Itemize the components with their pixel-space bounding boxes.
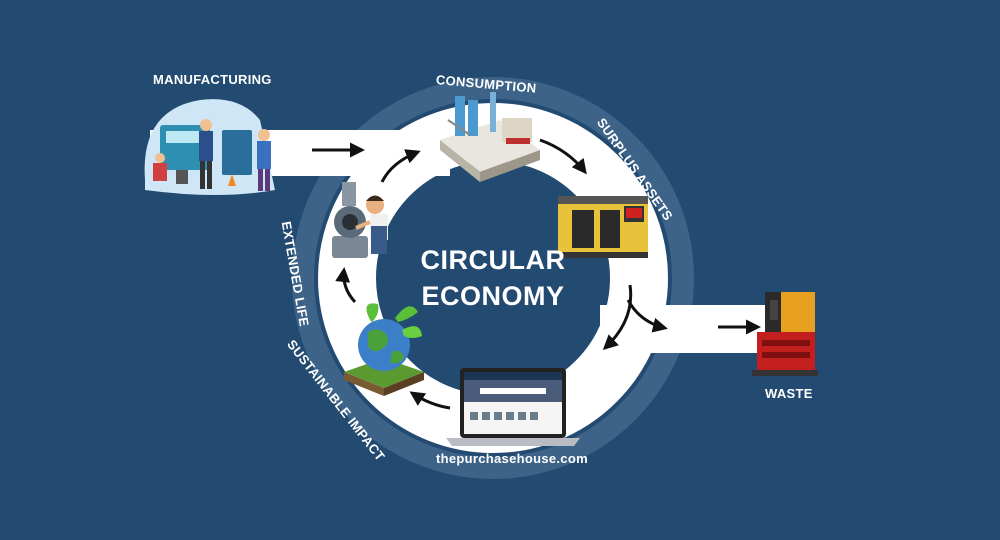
label-website: thepurchasehouse.com [436, 451, 588, 466]
arrow-sustainable-to-extended [335, 267, 357, 304]
label-kept-idle-line1: KEPT [675, 313, 711, 328]
center-title: CIRCULAR ECONOMY [393, 242, 593, 314]
label-kept-idle-line2: IDLE [677, 328, 709, 343]
label-waste: WASTE [765, 386, 813, 401]
label-manufacturing: MANUFACTURING [153, 72, 272, 87]
mechanic-repair-illustration [332, 182, 388, 258]
factory-workers-illustration [144, 99, 275, 195]
red-machine-illustration [752, 292, 818, 376]
laptop-website-illustration [446, 368, 580, 446]
center-title-line1: CIRCULAR [420, 245, 566, 275]
arrow-consumption-to-surplus [539, 138, 587, 175]
globe-plant-illustration [344, 303, 424, 396]
arrow-website-to-sustainable [409, 391, 451, 410]
outer-halo-ring [292, 77, 694, 479]
label-list-on-line1: LIST [580, 356, 610, 371]
arrow-into-consumption [380, 149, 421, 183]
label-list-on: LIST ON [580, 356, 609, 386]
factory-plant-illustration [440, 92, 540, 182]
cnc-machine-illustration [558, 196, 648, 258]
center-title-line2: ECONOMY [421, 281, 565, 311]
label-kept-idle: KEPT IDLE [675, 313, 711, 343]
arrow-to-kept-idle [626, 299, 668, 333]
arrow-surplus-down [602, 284, 633, 351]
label-list-on-line2: ON [584, 371, 605, 386]
